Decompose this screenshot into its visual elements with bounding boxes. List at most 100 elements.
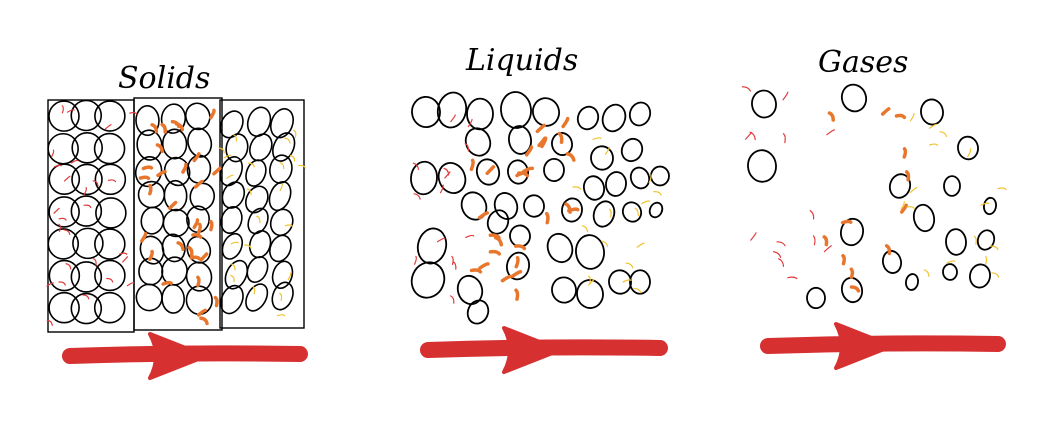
solids-boxes [47, 97, 305, 333]
motion-mark [841, 253, 846, 266]
particle [648, 201, 664, 219]
motion-mark [104, 124, 112, 130]
motion-mark [140, 232, 148, 243]
motion-mark [478, 262, 490, 270]
motion-mark [450, 295, 455, 304]
particle [70, 195, 103, 227]
particle [486, 209, 510, 235]
motion-mark [928, 123, 938, 129]
particle [840, 276, 864, 304]
motion-mark [849, 285, 861, 293]
particle [464, 127, 492, 157]
particle [436, 91, 468, 129]
motion-mark [174, 122, 185, 132]
motion-mark [990, 245, 999, 251]
motion-mark [900, 201, 905, 210]
motion-mark [122, 256, 128, 263]
particle [957, 135, 979, 161]
motion-mark [633, 287, 642, 294]
motion-mark [82, 294, 90, 300]
motion-mark [909, 186, 918, 193]
particle [576, 279, 604, 309]
motion-mark [46, 282, 54, 287]
motion-mark [181, 162, 188, 174]
particle [70, 99, 103, 132]
arrow-solids-head [148, 332, 208, 380]
motion-mark [469, 268, 483, 274]
motion-mark [772, 251, 782, 258]
motion-mark [230, 241, 239, 245]
particle [189, 182, 216, 211]
motion-mark [823, 245, 832, 253]
motion-mark [625, 262, 634, 269]
motion-mark [196, 308, 207, 317]
particle [47, 228, 80, 260]
motion-mark [413, 193, 421, 200]
motion-mark [587, 278, 595, 286]
particle [546, 232, 574, 264]
motion-mark [812, 235, 816, 246]
motion-mark [213, 295, 219, 308]
motion-mark [900, 203, 908, 214]
motion-mark [223, 154, 232, 159]
motion-mark [196, 222, 203, 235]
particle [629, 269, 651, 295]
motion-mark [279, 292, 283, 301]
motion-mark [150, 123, 159, 134]
motion-mark [636, 242, 645, 248]
particle [136, 129, 163, 161]
motion-mark [608, 208, 612, 218]
arrow-gases-head [834, 322, 894, 370]
particle [94, 228, 126, 260]
particle [161, 233, 186, 263]
motion-mark [557, 131, 564, 145]
motion-mark [648, 174, 652, 184]
motion-mark [244, 244, 252, 249]
particle [71, 132, 103, 164]
particle [576, 105, 600, 131]
motion-mark [782, 133, 786, 144]
particle [410, 261, 446, 299]
particle [160, 103, 187, 134]
particle [976, 229, 996, 251]
motion-mark [540, 136, 548, 149]
motion-mark [289, 154, 296, 162]
motion-mark [902, 147, 908, 159]
particle [70, 261, 103, 293]
motion-mark [246, 188, 252, 196]
motion-mark [510, 269, 523, 278]
motion-mark [230, 263, 236, 271]
motion-mark [544, 211, 550, 225]
particle [271, 260, 294, 290]
motion-mark [809, 210, 815, 220]
particle [245, 159, 267, 187]
motion-mark [58, 223, 61, 232]
motion-mark [226, 174, 234, 179]
liquids-particles [410, 91, 670, 325]
particle [219, 156, 243, 187]
motion-mark [477, 211, 489, 220]
motion-mark [92, 258, 97, 266]
particle [94, 163, 127, 196]
particle [881, 250, 903, 274]
motion-mark [284, 224, 294, 227]
particle [272, 132, 296, 162]
motion-mark [58, 281, 66, 286]
motion-mark [778, 258, 785, 267]
particle [246, 106, 272, 137]
motion-mark [517, 171, 530, 178]
particle [185, 261, 213, 292]
motion-mark [561, 116, 570, 129]
particle [943, 175, 961, 197]
particle [225, 133, 249, 163]
arrow-liquids-head [502, 326, 562, 374]
motion-mark [168, 200, 178, 210]
particle [220, 284, 244, 315]
motion-mark [749, 131, 756, 141]
particle [93, 291, 126, 324]
motion-mark [53, 207, 60, 214]
particle [456, 274, 484, 306]
particle [219, 110, 244, 139]
motion-mark [141, 165, 154, 171]
